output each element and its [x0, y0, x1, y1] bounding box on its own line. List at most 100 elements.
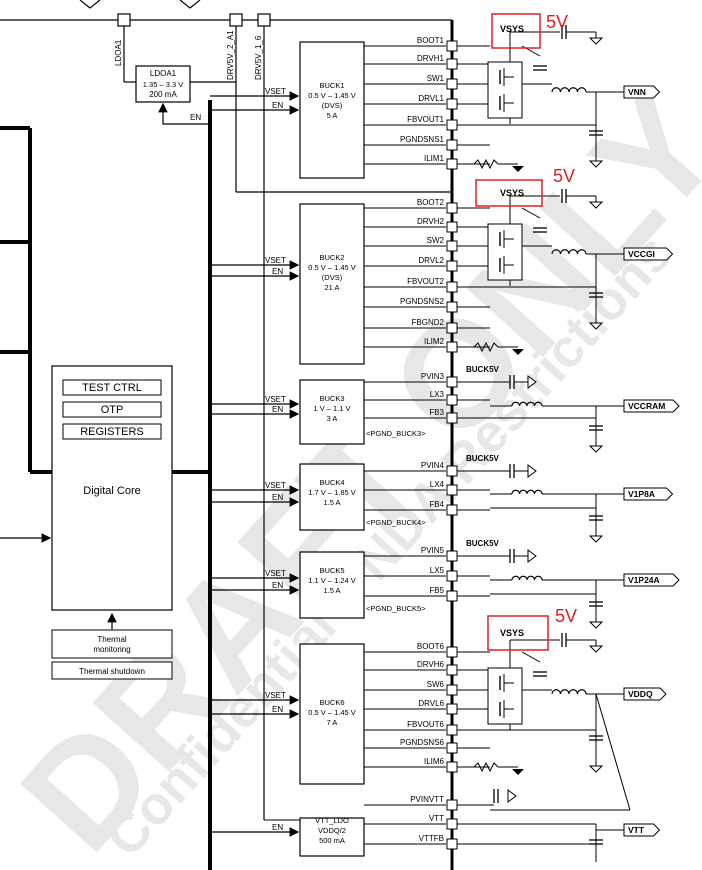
vsys-box-2 — [475, 179, 543, 207]
vsys-5v-3: 5V — [555, 606, 577, 626]
pin-label-ilim1: ILIM1 — [424, 154, 445, 163]
output-vccgi-tag — [623, 247, 674, 261]
stage-5: BUCK5V — [466, 539, 604, 629]
pin-pad-pvin5 — [446, 550, 458, 562]
pin-label-drvl1: DRVL1 — [418, 94, 444, 103]
stage-6-fet-box — [487, 667, 523, 725]
pin-label-sw6: SW6 — [427, 680, 445, 689]
stage-6-inductor — [551, 689, 587, 695]
stage-4-inductor — [511, 489, 543, 495]
pin-label-pvin5: PVIN5 — [421, 546, 445, 555]
buck-4-text-1: 1.7 V – 1.85 V — [308, 488, 356, 497]
output-vddq-text: VDDQ — [628, 689, 653, 699]
buck-1-text-0: BUCK1 — [319, 81, 344, 90]
pin-fb5: FB5 — [364, 586, 490, 602]
pin-label-vtt: VTT — [429, 814, 444, 823]
pin-label-fb4: FB4 — [429, 500, 444, 509]
buck-6-text-0: BUCK6 — [319, 698, 344, 707]
pin-sw6: SW6 — [364, 680, 490, 696]
pin-pad-sw6 — [446, 684, 458, 696]
ilim-6-resistor — [473, 761, 499, 773]
buck-3-text-2: 3 A — [327, 414, 338, 423]
pin-pad-pgndsns1 — [446, 139, 458, 151]
pin-pad-drvh6 — [446, 664, 458, 676]
ldoa1-name: LDOA1 — [150, 69, 177, 78]
ldoa1-current: 200 mA — [149, 90, 177, 99]
en-label-7: EN — [272, 823, 283, 832]
vsys-label-2: VSYS — [500, 188, 524, 198]
pin-pad-vttfb — [446, 838, 458, 850]
pin-pgndsns6: PGNDSNS6 — [364, 738, 490, 754]
pin-pad-boot2 — [446, 202, 458, 214]
pin-label-fbvout6: FBVOUT6 — [407, 720, 444, 729]
pin-drvh2: DRVH2 — [364, 217, 490, 233]
en-label-3: EN — [272, 405, 283, 414]
stage-3-pvin-gnd — [527, 375, 537, 389]
pin-fbvout6: FBVOUT6 — [364, 720, 490, 736]
buck-3-text-0: BUCK3 — [319, 394, 344, 403]
buck-box-6 — [299, 643, 365, 785]
thermal-mon-line1: Thermal — [97, 635, 127, 644]
stage-4-gnd-sym — [588, 535, 604, 543]
pin-drvh1: DRVH1 — [364, 54, 490, 70]
pin-label-pgndsns2: PGNDSNS2 — [400, 297, 445, 306]
pin-pad-drvl2 — [446, 260, 458, 272]
output-vnn-text: VNN — [628, 87, 646, 97]
thermal-shutdown-label: Thermal shutdown — [79, 667, 145, 676]
buck-7-text-2: 500 mA — [319, 836, 345, 845]
pin-label-boot2: BOOT2 — [417, 198, 445, 207]
pin-fb4: FB4 — [364, 500, 490, 516]
stage-5-pvin-gnd — [527, 549, 537, 563]
pin-pvin4: PVIN4 — [364, 461, 490, 477]
pin-boot6: BOOT6 — [364, 642, 490, 658]
pin-pad-ilim1 — [446, 158, 458, 170]
pin-fb3: FB3 — [364, 408, 490, 424]
stage-6 — [487, 633, 604, 773]
pin-pad-pgndsns6 — [446, 742, 458, 754]
pin-ilim1: ILIM1 — [364, 154, 490, 170]
pin-lx4: LX4 — [364, 480, 490, 496]
registers-label: REGISTERS — [80, 426, 144, 438]
buck-2-text-0: BUCK2 — [319, 253, 344, 262]
vset-label-5: VSET — [265, 569, 286, 578]
ilim-2-gnd — [512, 349, 524, 355]
stage-1 — [487, 25, 604, 168]
stage-6-vin-gnd-sym — [588, 645, 604, 653]
stage-2-inductor — [551, 249, 587, 255]
buck-5-text-0: BUCK5 — [319, 566, 344, 575]
ilim-1-gnd — [512, 166, 524, 172]
stage-6-boot — [521, 651, 541, 663]
buck-box-3 — [299, 379, 365, 445]
otp-label: OTP — [101, 404, 124, 416]
pin-label-drvh1: DRVH1 — [417, 54, 445, 63]
stage-2-out-gnd-sym — [588, 322, 604, 330]
pin-drvh6: DRVH6 — [364, 660, 490, 676]
buck-1-text-1: 0.5 V – 1.45 V — [308, 91, 356, 100]
test-ctrl-label: TEST CTRL — [82, 382, 142, 394]
ilim-2 — [473, 341, 524, 355]
en-label-6: EN — [272, 705, 283, 714]
en-label-4: EN — [272, 493, 283, 502]
buck-6-text-2: 7 A — [327, 718, 338, 727]
stage-1-inductor — [551, 87, 587, 93]
pin-pad-vtt — [446, 818, 458, 830]
stage-4-buck5v: BUCK5V — [466, 454, 500, 463]
pin-pad-drvl1 — [446, 98, 458, 110]
output-vnn-tag — [623, 85, 661, 99]
pin-boot1: BOOT1 — [364, 36, 490, 52]
pin-column: BOOT1DRVH1SW1DRVL1FBVOUT1PGNDSNS1ILIM1BO… — [364, 36, 490, 850]
pin-pad-pvin3 — [446, 376, 458, 388]
vsys-box-1 — [491, 13, 541, 49]
pin-pad-sw2 — [446, 240, 458, 252]
pin-drvl1: DRVL1 — [364, 94, 490, 110]
ilim-6-gnd — [512, 769, 524, 775]
ilim-1 — [473, 158, 524, 172]
pin-label-fb3: FB3 — [429, 408, 444, 417]
pin-pad-drvh2 — [446, 221, 458, 233]
